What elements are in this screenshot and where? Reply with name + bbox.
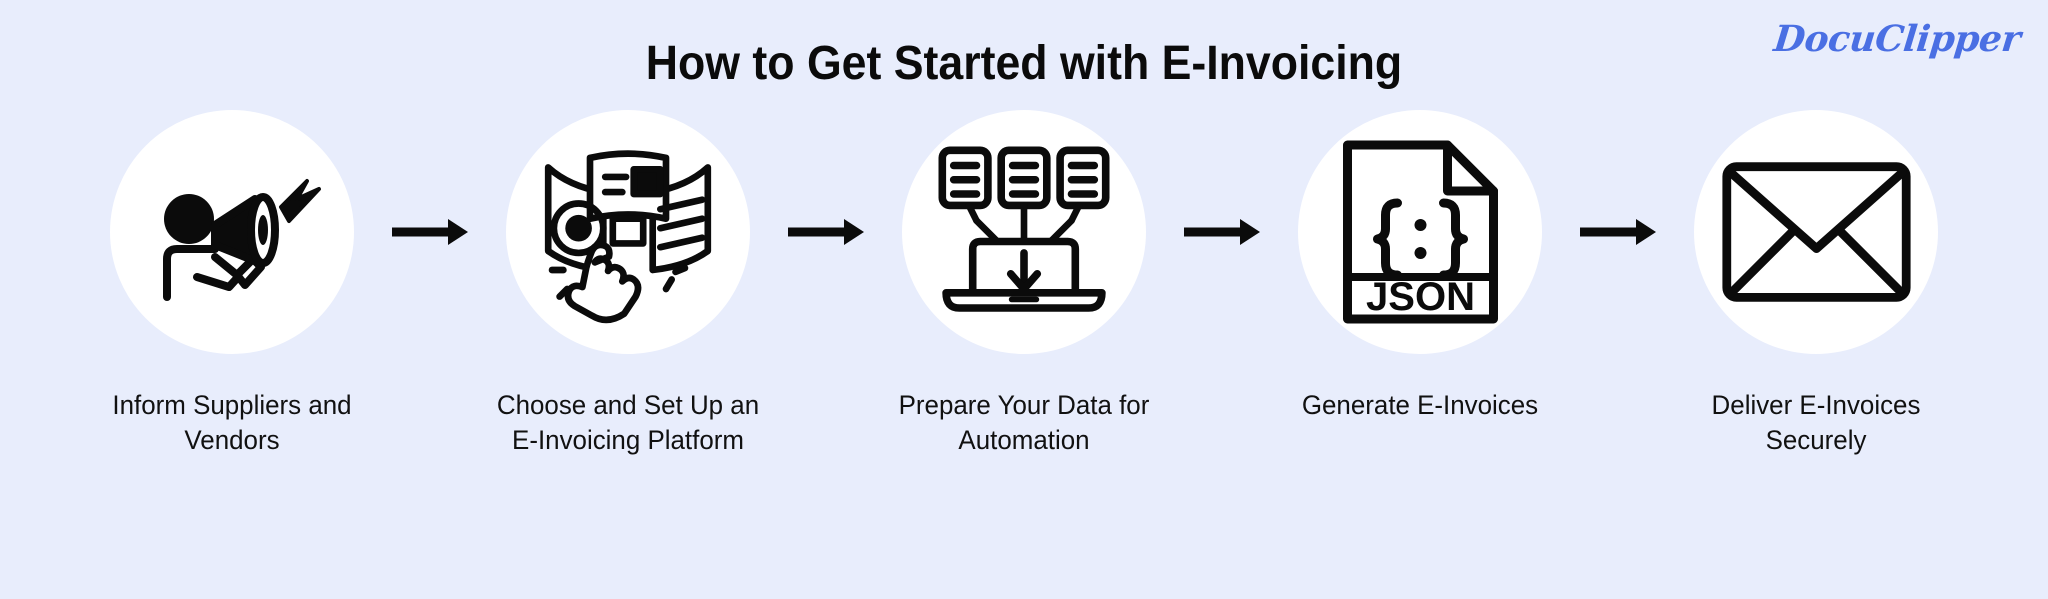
arrow-3-4 bbox=[1176, 110, 1268, 354]
documents-to-laptop-icon bbox=[938, 146, 1110, 312]
envelope-icon bbox=[1721, 162, 1911, 302]
arrow-1-2 bbox=[384, 110, 476, 354]
carousel-platform-click-icon bbox=[544, 150, 712, 324]
step-1-icon-circle bbox=[110, 110, 354, 354]
step-4-caption: Generate E-Invoices bbox=[1301, 390, 1539, 420]
docuclipper-logo: DocuClipper bbox=[1771, 18, 2023, 60]
step-5-icon-circle bbox=[1694, 110, 1938, 354]
step-5-caption: Deliver E-Invoices Securely bbox=[1711, 390, 1921, 455]
step-2-icon-circle bbox=[506, 110, 750, 354]
arrow-2-3 bbox=[780, 110, 872, 354]
step-1: Inform Suppliers and Vendors bbox=[80, 110, 384, 457]
arrow-4-5 bbox=[1572, 110, 1664, 354]
step-3: Prepare Your Data for Automation bbox=[872, 110, 1176, 457]
steps-row: Inform Suppliers and Vendors bbox=[0, 110, 2048, 470]
step-3-caption: Prepare Your Data for Automation bbox=[898, 390, 1150, 455]
step-3-icon-circle bbox=[902, 110, 1146, 354]
json-file-icon: JSON bbox=[1342, 140, 1498, 324]
step-2-caption: Choose and Set Up an E-Invoicing Platfor… bbox=[496, 390, 760, 455]
step-2: Choose and Set Up an E-Invoicing Platfor… bbox=[476, 110, 780, 457]
step-5: Deliver E-Invoices Securely bbox=[1664, 110, 1968, 457]
right-arrow-icon bbox=[392, 219, 468, 245]
json-file-label: JSON bbox=[1366, 275, 1475, 319]
step-1-caption: Inform Suppliers and Vendors bbox=[112, 390, 352, 455]
right-arrow-icon bbox=[1580, 219, 1656, 245]
step-4-icon-circle: JSON bbox=[1298, 110, 1542, 354]
step-4: JSON Generate E-Invoices bbox=[1268, 110, 1572, 423]
page-title: How to Get Started with E-Invoicing bbox=[645, 37, 1403, 90]
megaphone-announcement-icon bbox=[163, 179, 321, 301]
right-arrow-icon bbox=[1184, 219, 1260, 245]
right-arrow-icon bbox=[788, 219, 864, 245]
